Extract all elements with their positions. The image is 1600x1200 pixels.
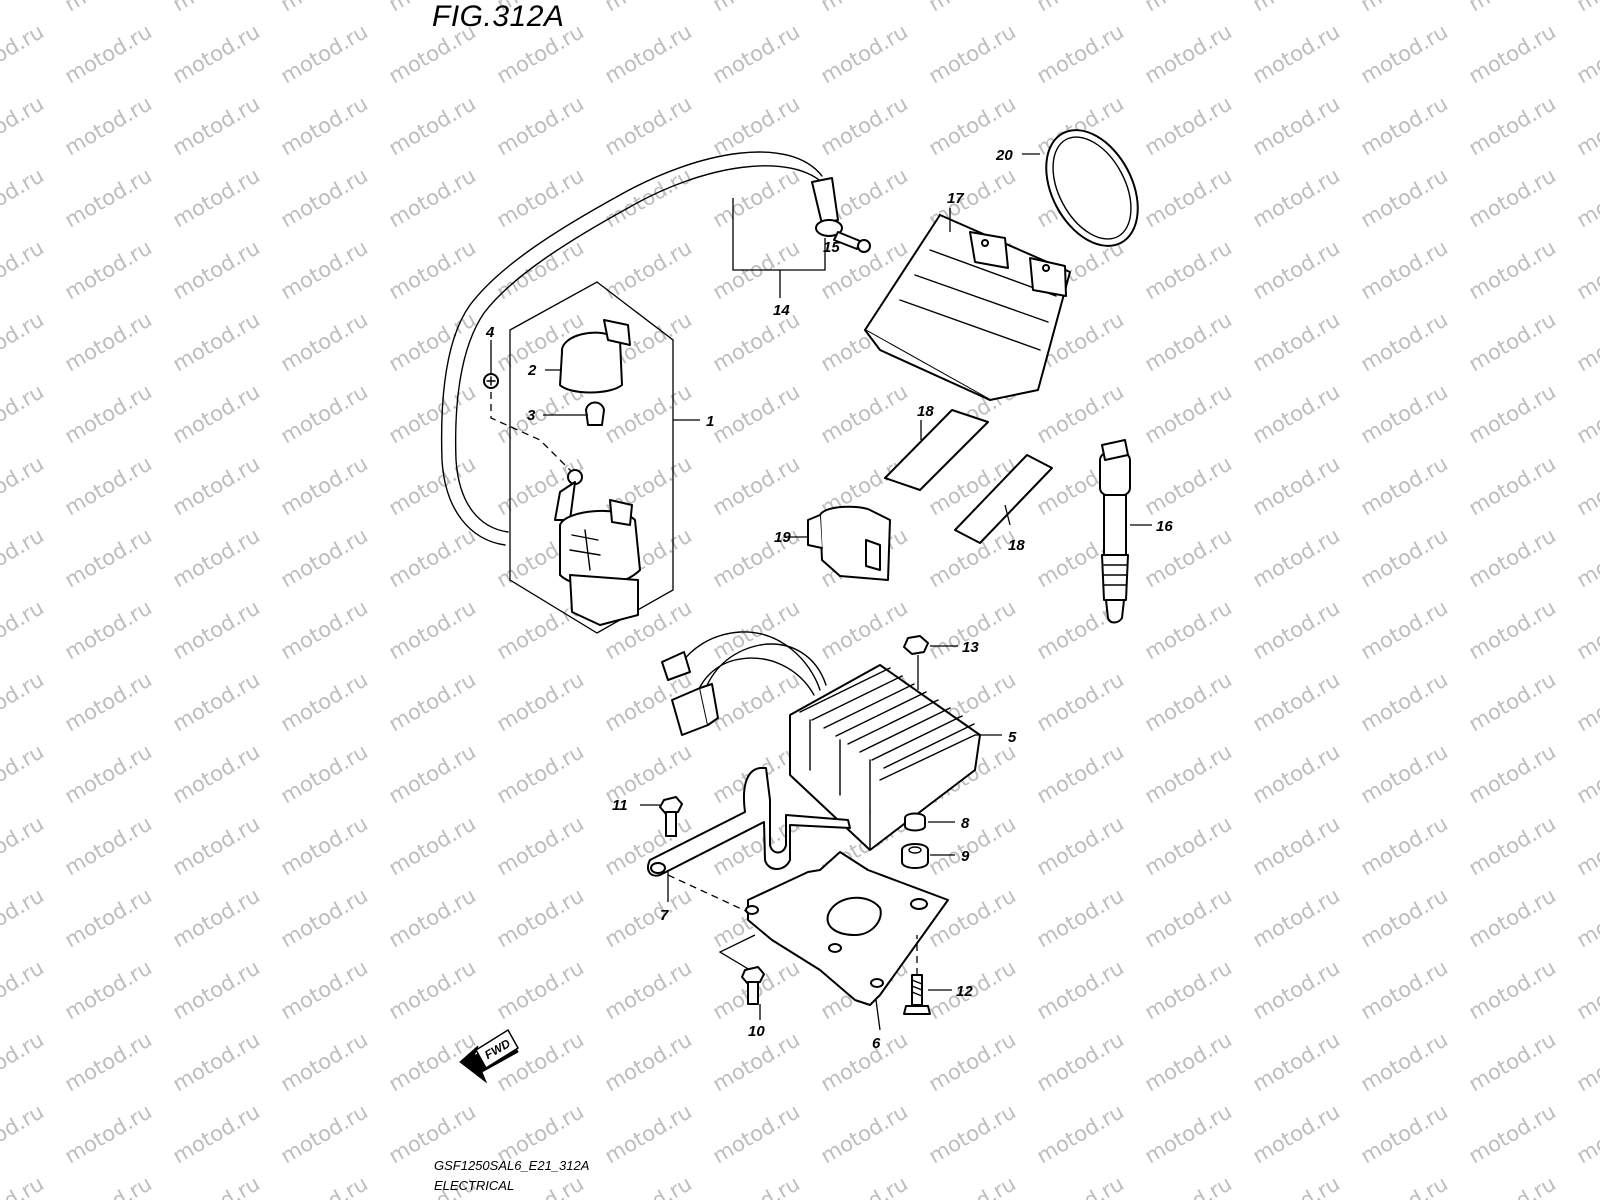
bolt-11 — [659, 796, 683, 815]
callout-17: 17 — [947, 190, 964, 207]
regulator-rectifier — [661, 631, 981, 851]
ecm-unit — [864, 214, 1071, 401]
mounting-plate — [745, 851, 949, 1006]
callout-13: 13 — [962, 639, 979, 656]
figure-title: FIG.312A — [432, 0, 565, 33]
callout-7: 7 — [660, 907, 669, 924]
callout-1: 1 — [706, 413, 714, 430]
callout-2: 2 — [527, 362, 537, 379]
callout-20: 20 — [995, 147, 1013, 164]
callout-18a: 18 — [917, 403, 934, 420]
bracket-arm — [647, 767, 851, 877]
callout-3: 3 — [527, 407, 536, 424]
connector-relay — [807, 505, 891, 581]
callout-10: 10 — [748, 1023, 765, 1040]
callout-4: 4 — [485, 324, 495, 341]
callout-9: 9 — [961, 848, 970, 865]
flange-bolt-13 — [903, 635, 929, 655]
callout-14: 14 — [773, 302, 790, 319]
ignition-coil — [1099, 439, 1131, 624]
callout-19: 19 — [774, 529, 791, 546]
bolt-10 — [741, 966, 765, 985]
section-name: ELECTRICAL — [434, 1178, 515, 1193]
callout-15: 15 — [823, 239, 840, 256]
cushion-pad-upper — [884, 409, 989, 491]
fuse-clip — [585, 401, 605, 426]
callout-8: 8 — [961, 815, 970, 832]
callout-6: 6 — [872, 1035, 881, 1052]
rubber-band — [1045, 129, 1139, 247]
model-code: GSF1250SAL6_E21_312A — [434, 1158, 590, 1173]
cushion-pad-lower — [954, 454, 1053, 544]
callout-5: 5 — [1008, 729, 1017, 746]
callout-12: 12 — [956, 983, 973, 1000]
callout-11: 11 — [612, 797, 628, 814]
starter-relay — [554, 469, 641, 626]
forward-direction-arrow: FWD — [459, 1028, 520, 1084]
battery-cable — [440, 151, 871, 546]
relay-cover — [559, 319, 631, 394]
callout-18b: 18 — [1008, 537, 1025, 554]
callout-16: 16 — [1156, 518, 1173, 535]
grommet — [904, 812, 926, 832]
